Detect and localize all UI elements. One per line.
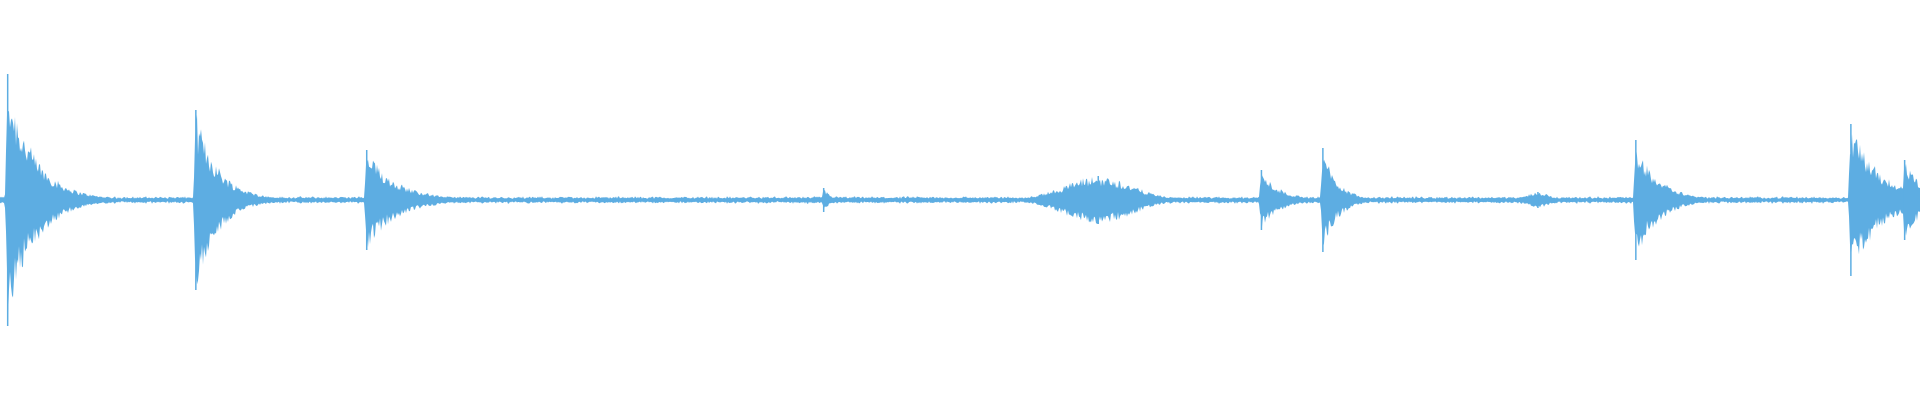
waveform-trace xyxy=(0,110,1920,321)
